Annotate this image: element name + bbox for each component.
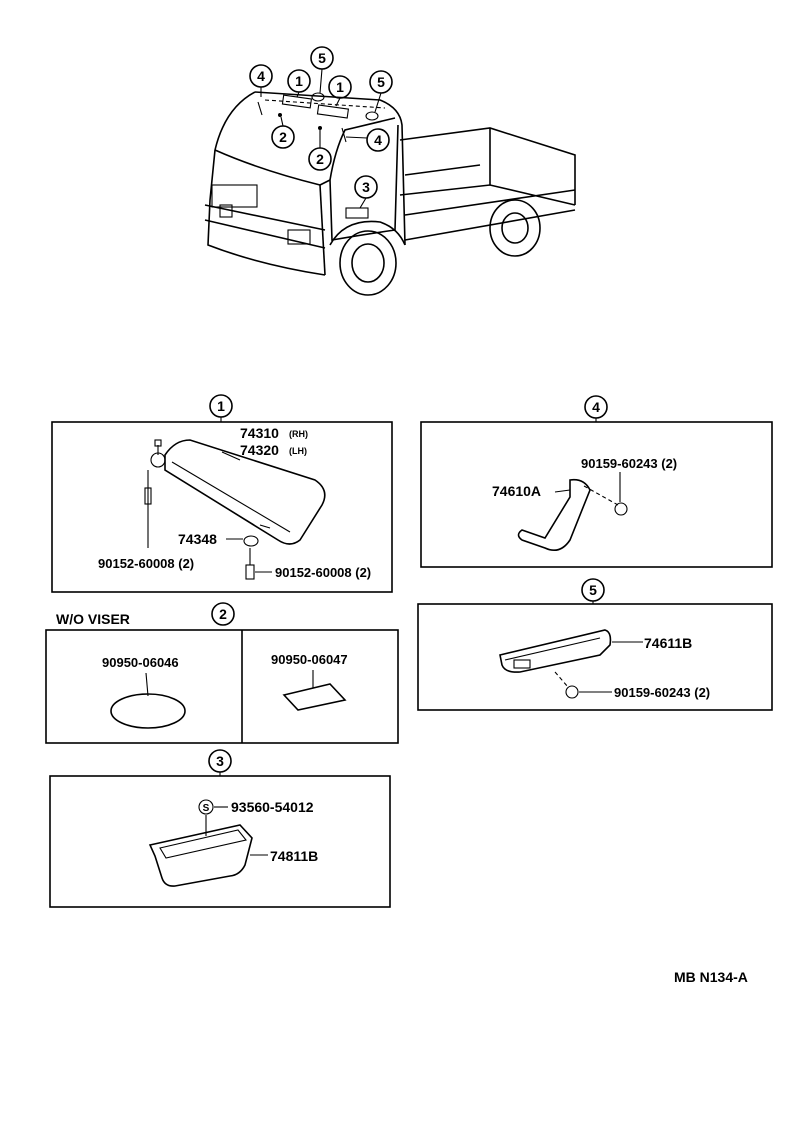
callout-2b: 2 (316, 151, 324, 167)
callout-5a: 5 (318, 50, 326, 66)
section-1-number: 1 (217, 398, 225, 414)
diagram-code: MB N134-A (674, 969, 748, 985)
section-3: 3 S 93560-54012 74811B (49, 749, 391, 908)
callout-3: 3 (362, 179, 370, 195)
part-90159-60243-b: 90159-60243 (2) (614, 685, 710, 700)
section-2: 2 W/O VISER 90950-06046 90950-06047 (45, 602, 399, 744)
truck-callouts: 4 1 5 1 5 2 4 2 3 (249, 46, 393, 209)
section-2-title: W/O VISER (56, 611, 130, 627)
callout-4b: 4 (374, 132, 382, 148)
part-74310: 74310 (240, 425, 279, 441)
section-2-number: 2 (219, 606, 227, 622)
section-4-number: 4 (592, 399, 600, 415)
callout-1a: 1 (295, 73, 303, 89)
part-screw-left: 90152-60008 (2) (98, 556, 194, 571)
part-93560-54012: 93560-54012 (231, 799, 314, 815)
part-74348: 74348 (178, 531, 217, 547)
part-90950-06046: 90950-06046 (102, 655, 179, 670)
part-74320: 74320 (240, 442, 279, 458)
section-5: 5 74611B 90159-60243 (2) (417, 578, 773, 711)
callout-1b: 1 (336, 79, 344, 95)
part-90950-06047: 90950-06047 (271, 652, 348, 667)
part-74811B: 74811B (270, 848, 318, 864)
callout-4a: 4 (257, 68, 265, 84)
part-74320-note: (LH) (289, 446, 307, 456)
part-74611B: 74611B (644, 635, 692, 651)
part-90159-60243-a: 90159-60243 (2) (581, 456, 677, 471)
truck-illustration (204, 91, 576, 296)
part-74610A: 74610A (492, 483, 541, 499)
section-5-number: 5 (589, 582, 597, 598)
part-screw-right: 90152-60008 (2) (275, 565, 371, 580)
screw-symbol: S (203, 803, 210, 814)
callout-2a: 2 (279, 129, 287, 145)
part-74310-note: (RH) (289, 429, 308, 439)
section-3-number: 3 (216, 753, 224, 769)
section-1: 1 74310 (RH) 74320 (LH) 74348 90152-6000… (51, 394, 393, 593)
callout-5b: 5 (377, 74, 385, 90)
section-4: 4 90159-60243 (2) 74610A (420, 395, 773, 568)
